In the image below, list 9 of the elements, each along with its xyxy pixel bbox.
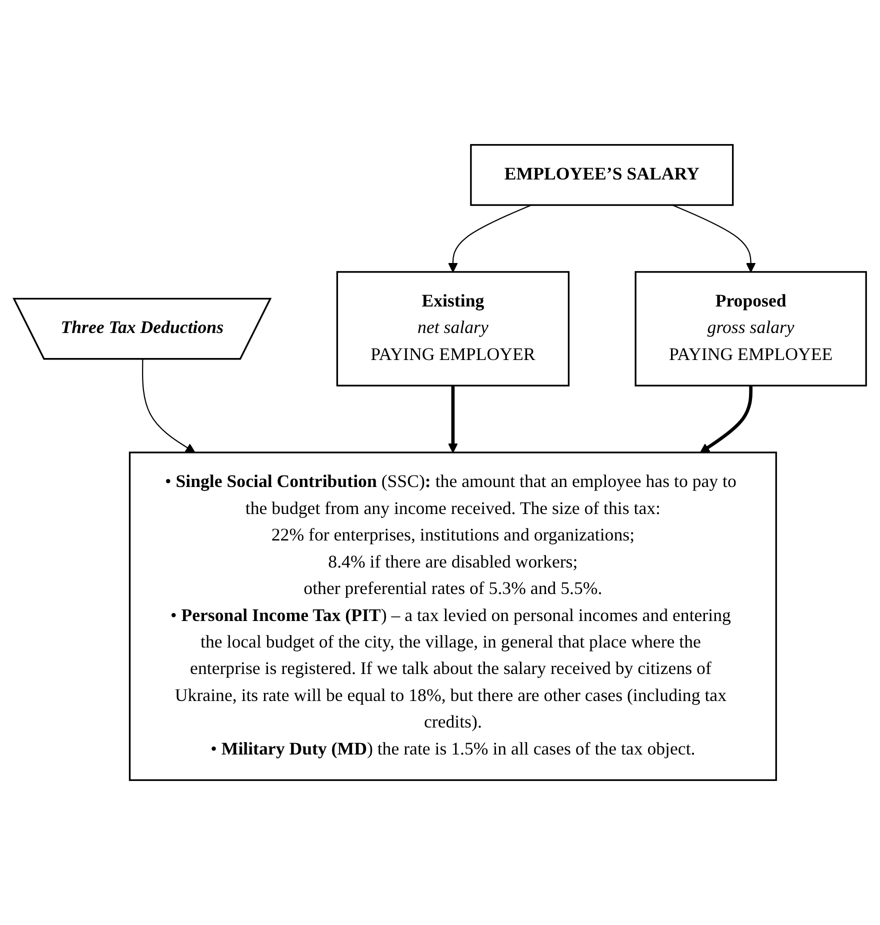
arrow (700, 386, 752, 453)
arrow (448, 204, 532, 272)
arrow (448, 386, 458, 453)
node-box: • Single Social Contribution (SSC): the amount that an employee has to pay to the budget from any income received. The size of this tax: 22% for enterprises, institutions and organizations; 8.4% if there are disabled workers; other preferential rates of 5.3% and 5.5%. • Personal Income Tax (PIT) – a tax levied on personal incomes and entering the local budget of the city, the village, in general that place where the enterprise is registered. If we talk about the salary received by citizens of Ukraine, its rate will be equal to 18%, but there are other cases (including tax credits). • Military Duty (MD) the rate is 1.5% in all cases of the tax object. (128, 452, 777, 781)
arrow (142, 359, 196, 453)
arrow (672, 204, 756, 272)
node-box: Proposed gross salary PAYING EMPLOYEE (634, 271, 867, 386)
node-box: Existing net salary PAYING EMPLOYER (336, 271, 570, 386)
node-box: EMPLOYEE’S SALARY (470, 144, 734, 206)
